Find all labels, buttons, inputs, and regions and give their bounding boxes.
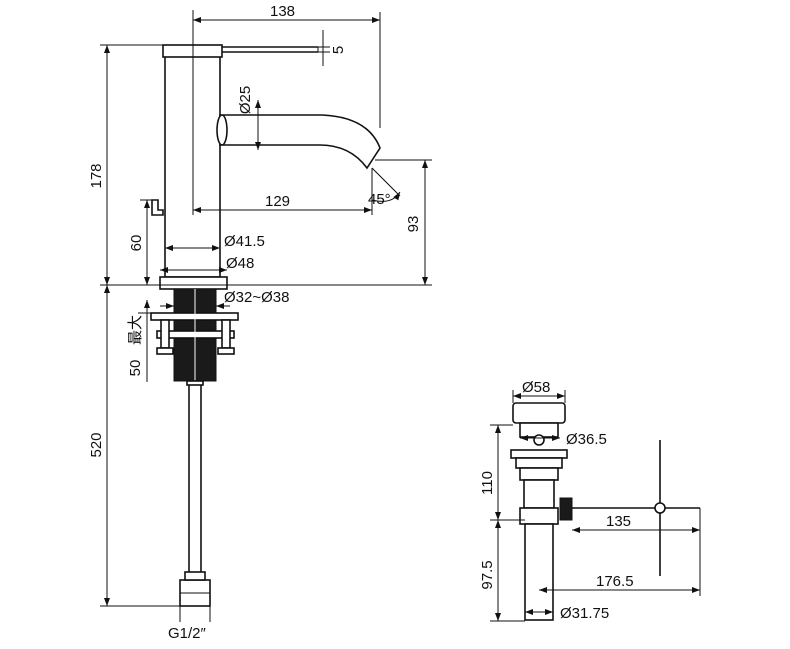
dim-hole-dia: Ø32~Ø38 (224, 289, 289, 306)
dim-176-5: 176.5 (596, 573, 634, 590)
dim-base-dia: Ø48 (226, 255, 254, 272)
faucet-base (159, 276, 228, 290)
dim-max-label: 最大 (127, 315, 144, 345)
drain-drawing: Ø58 Ø36.5 110 97.5 135 176.5 Ø31.75 (479, 379, 701, 622)
dim-135: 135 (606, 513, 631, 530)
drain-body (523, 479, 555, 509)
dim-138: 138 (270, 3, 295, 20)
dim-spout-dia: Ø25 (237, 86, 254, 114)
popup-rod (151, 199, 164, 216)
drain-lever-nut (559, 497, 573, 521)
dim-drain-body-dia: Ø36.5 (566, 431, 607, 448)
faucet-spout (219, 114, 381, 170)
dim-5: 5 (330, 46, 347, 54)
dim-45-deg: 45° (368, 191, 391, 208)
dim-97-5: 97.5 (479, 560, 496, 589)
dim-cap-dia: Ø58 (522, 379, 550, 396)
dim-129: 129 (265, 193, 290, 210)
thread-label: G1/2″ (168, 625, 207, 642)
dim-93: 93 (405, 216, 422, 233)
dim-tube-dia: Ø31.75 (560, 605, 609, 622)
faucet-drawing: 138 5 Ø25 178 129 45° 93 60 Ø41.5 Ø48 Ø3… (88, 3, 432, 642)
drain-cap (512, 402, 566, 424)
dim-body-dia: Ø41.5 (224, 233, 265, 250)
dim-110: 110 (479, 471, 496, 495)
dim-60: 60 (128, 235, 145, 252)
drain-tube (524, 523, 554, 621)
dim-520: 520 (88, 432, 105, 457)
dim-50: 50 (127, 360, 144, 377)
dim-178: 178 (88, 163, 105, 188)
